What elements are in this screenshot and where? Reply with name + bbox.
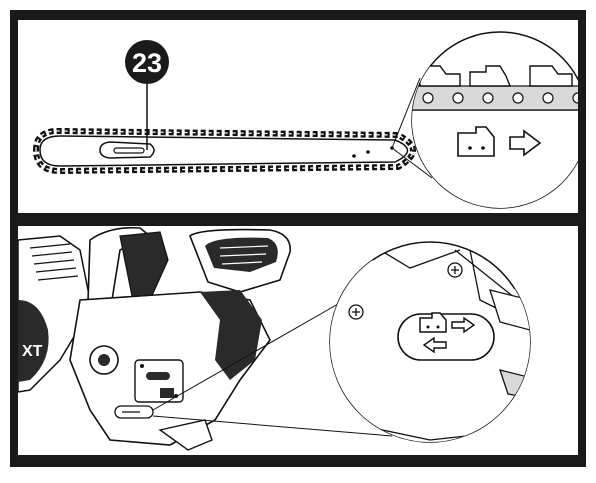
zoom-detail-bottom (329, 241, 531, 443)
frame (10, 10, 586, 467)
frame-left-bar (10, 10, 18, 467)
frame-bottom-bar (10, 455, 586, 467)
step-number: 23 (132, 48, 162, 78)
svg-text:XT: XT (22, 343, 43, 360)
bottom-panel: XT (18, 226, 531, 451)
frame-top-bar (10, 10, 586, 20)
cutter-bidirectional-icon (419, 312, 476, 354)
frame-right-bar (578, 10, 586, 467)
cutter-direction-icon (457, 126, 495, 157)
right-arrow-icon (509, 129, 542, 157)
step-badge: 23 (125, 40, 169, 84)
guide-bar (39, 135, 409, 167)
frame-divider (10, 213, 586, 226)
battery-cover (18, 300, 49, 382)
zoom-detail-top (411, 31, 578, 209)
screw-icon (447, 262, 463, 278)
grip-ribs (29, 243, 79, 281)
top-panel: 23 (32, 31, 578, 209)
